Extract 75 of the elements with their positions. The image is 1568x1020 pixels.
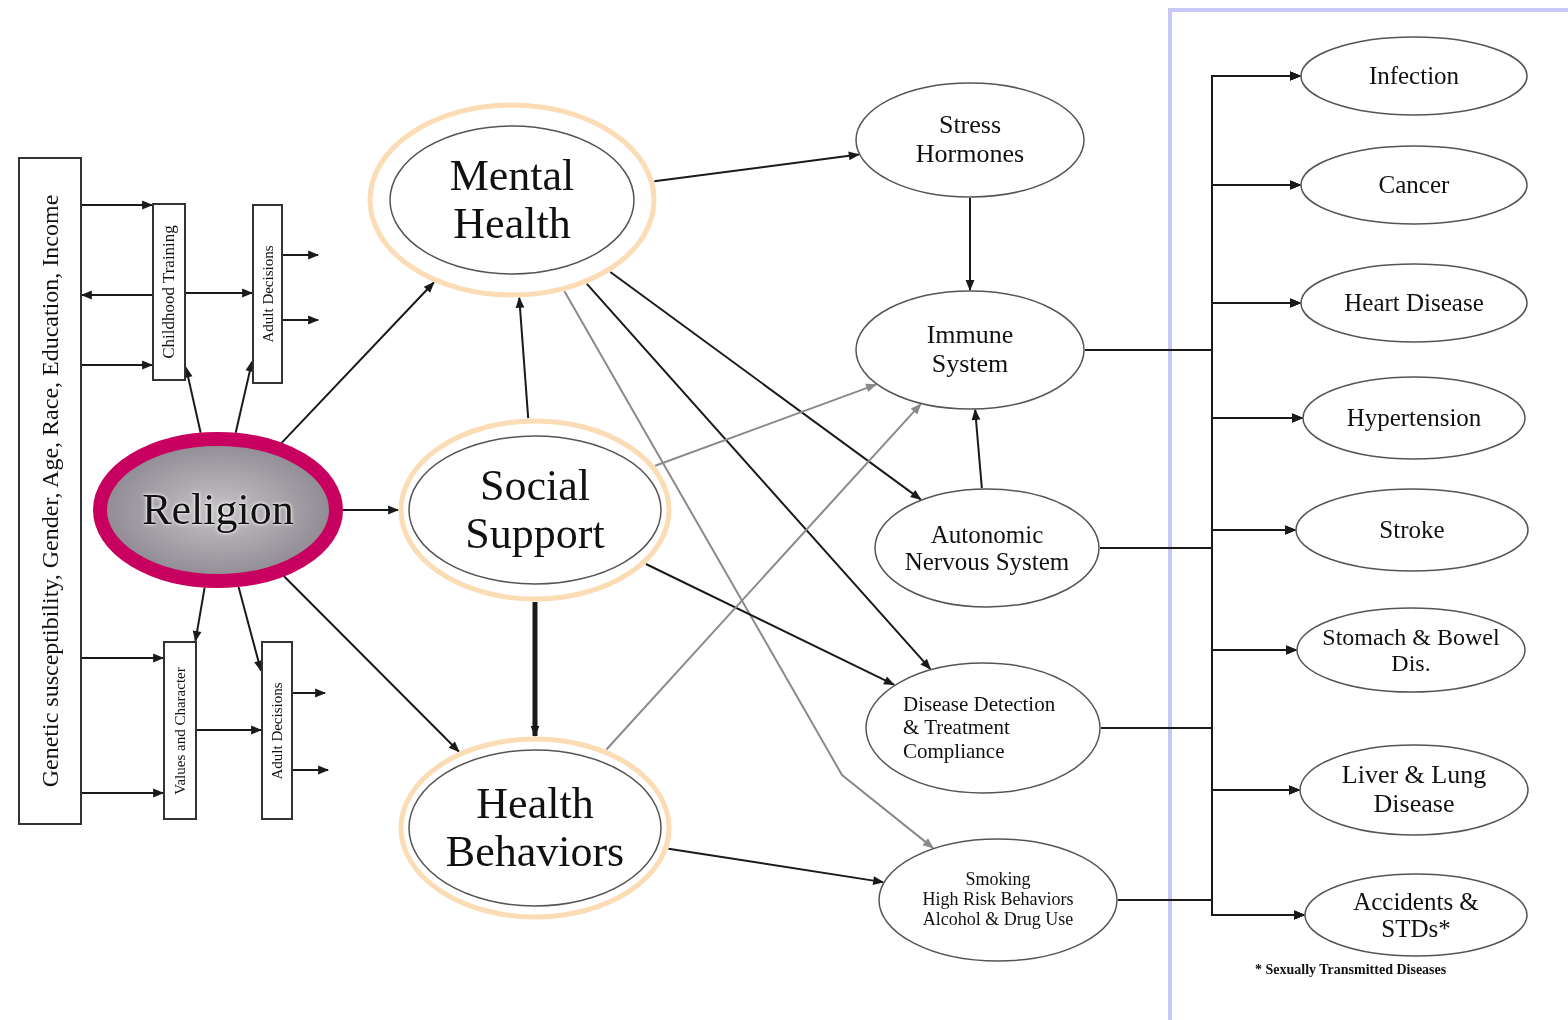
arrow <box>644 563 895 686</box>
node-label: Values and Character <box>171 666 189 795</box>
arrow <box>654 383 878 467</box>
text-box <box>261 641 293 820</box>
arrow <box>530 602 540 738</box>
ellipse-node <box>398 736 672 920</box>
arrow <box>283 575 460 753</box>
ellipse-node <box>1300 36 1528 116</box>
node-label: Autonomic Nervous System <box>903 520 1071 576</box>
arrow <box>292 765 330 775</box>
node-label: Childhood Training <box>159 225 179 359</box>
text-box <box>252 204 283 384</box>
ellipse-node <box>367 102 657 298</box>
text-box <box>163 641 197 820</box>
node-label: Stomach & Bowel Dis. <box>1321 623 1501 677</box>
node-label: Social Support <box>464 461 606 559</box>
arrow <box>1117 899 1306 920</box>
ellipse-node <box>1295 488 1529 572</box>
arrow <box>282 250 320 260</box>
ellipse-node <box>93 432 343 588</box>
arrow <box>196 725 263 735</box>
node-label: Religion <box>141 485 295 535</box>
node-label: Health Behaviors <box>444 779 626 877</box>
node-label: Adult Decisions <box>259 245 276 343</box>
node-label: Liver & Lung Disease <box>1340 761 1488 819</box>
arrow <box>81 788 165 798</box>
footnote: * Sexually Transmitted Diseases <box>1255 962 1447 978</box>
ellipse-node <box>874 488 1100 608</box>
arrow <box>609 271 922 501</box>
ellipse-node <box>398 418 672 602</box>
arrow <box>192 586 206 643</box>
text-box <box>18 157 82 825</box>
node-label: Alcohol & Drug Use <box>921 909 1075 930</box>
arrow <box>237 585 263 672</box>
arrow <box>282 315 320 325</box>
node-label: Disease Detection & Treatment Compliance <box>903 693 1057 763</box>
ellipse-node <box>1302 376 1526 460</box>
arrow <box>605 403 922 751</box>
arrow <box>515 296 530 420</box>
arrow <box>653 151 860 183</box>
node-label: Immune System <box>925 321 1015 379</box>
ellipse-node <box>1300 263 1528 343</box>
node-label: Heart Disease <box>1343 289 1485 317</box>
arrow <box>81 200 154 210</box>
text-box <box>152 203 186 381</box>
ellipse-node <box>1304 873 1528 957</box>
node-label: Adult Decisions <box>268 681 286 780</box>
arrow <box>81 360 154 370</box>
node-label: Accidents & STDs* <box>1352 887 1480 943</box>
node-label: Cancer <box>1377 171 1451 199</box>
arrow <box>563 290 934 849</box>
arrow <box>280 281 435 444</box>
arrow <box>292 688 327 698</box>
arrow <box>667 847 885 885</box>
arrow <box>965 197 975 292</box>
node-label: Infection <box>1367 62 1461 90</box>
node-label: Mental Health <box>448 151 576 249</box>
node-label: Stroke <box>1378 516 1446 544</box>
arrow <box>342 505 400 515</box>
ellipse-node <box>1296 607 1526 693</box>
arrow <box>81 653 165 663</box>
ellipse-node <box>1300 145 1528 225</box>
arrow <box>185 288 254 298</box>
ellipse-node <box>878 838 1118 962</box>
node-label: Genetic susceptibility, Gender, Age, Race, Education, Income <box>36 194 64 788</box>
node-label: Hypertension <box>1345 404 1483 432</box>
ellipse-node <box>855 290 1085 410</box>
node-label: Smoking <box>964 870 1032 891</box>
arrow <box>971 408 983 490</box>
node-label: Stress Hormones <box>914 111 1026 169</box>
ellipse-node <box>865 662 1101 794</box>
ellipse-node <box>1299 744 1529 836</box>
node-label: High Risk Behaviors <box>921 890 1075 910</box>
ellipse-node <box>855 82 1085 198</box>
arrow <box>585 282 932 670</box>
